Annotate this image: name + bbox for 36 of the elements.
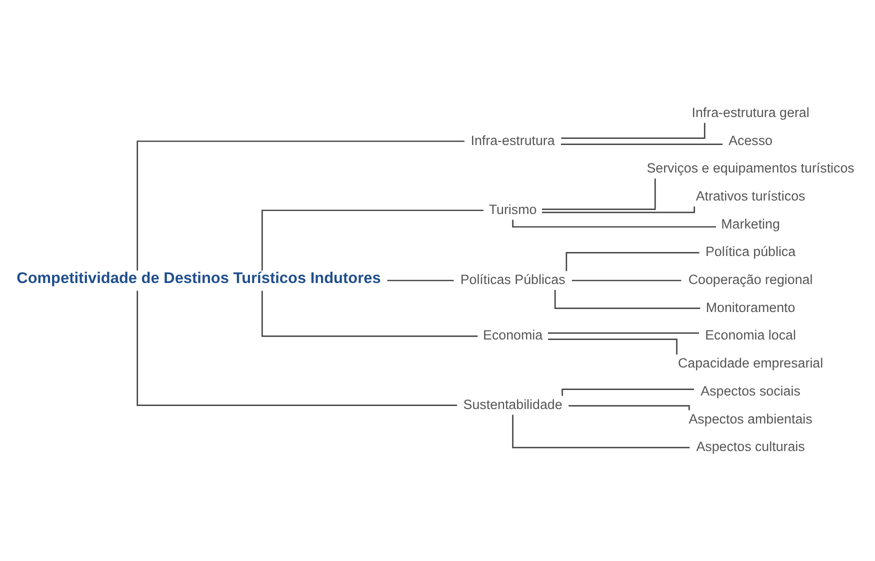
node-text: Sustentabilidade [463,396,562,412]
node-text: Infra-estrutura [470,132,555,148]
connector [136,140,464,270]
connector [560,144,723,146]
connector [542,178,656,210]
node-text: Economia [483,328,543,343]
connector [542,206,695,214]
node-text: Atrativos turísticos [696,188,806,204]
node-text: Aspectos ambientais [688,411,812,426]
node-text: Serviços e equipamentos turísticos [646,160,854,176]
node-text: Competitividade de Destinos Turísticos Indutores [16,270,381,288]
connector [568,405,690,410]
connector [387,280,454,282]
node-text: Economia local [705,328,796,343]
node-text: Capacidade empresarial [678,356,824,371]
connector [554,290,700,310]
connector [562,388,694,396]
node-text: Aspectos culturais [696,439,805,454]
connector [561,122,706,139]
connector [261,290,478,337]
node-text: Infra-estrutura geral [692,104,810,120]
connector [512,414,690,448]
connector [572,280,682,282]
node-text: Marketing [721,216,780,232]
node-text: Política pública [706,244,796,260]
node-text: Cooperação regional [688,272,813,288]
node-text: Aspectos sociais [700,383,800,398]
connector [548,332,700,334]
connector [136,290,457,406]
node-text: Políticas Públicas [460,272,566,288]
connector [548,338,678,355]
node-text: Acesso [728,132,772,148]
connector [261,210,484,270]
node-text: Turismo [488,202,537,217]
connector [566,252,700,272]
node-text: Monitoramento [706,300,796,315]
